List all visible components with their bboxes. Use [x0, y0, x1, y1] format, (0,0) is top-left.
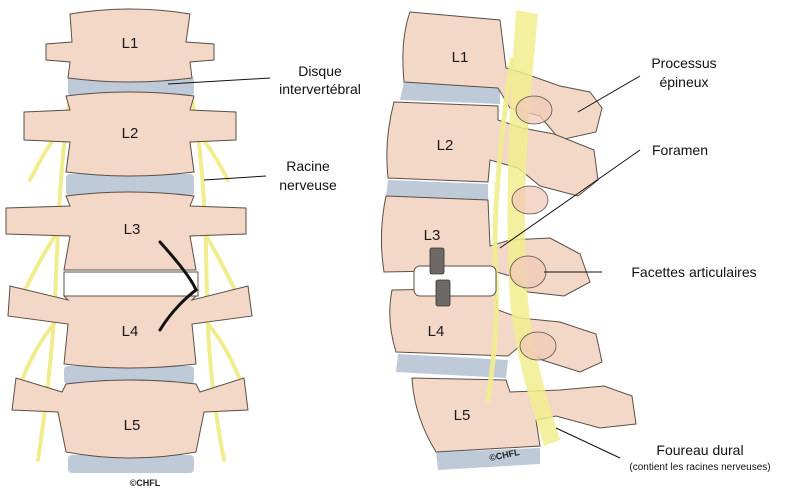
- left-nerve-branch-2: [20, 318, 59, 382]
- front-copyright: ©CHFL: [130, 478, 161, 488]
- disc-l4-l5: [64, 366, 194, 384]
- callout-facets: Facettes articulaires: [631, 264, 756, 280]
- front-vertebra-l5: [11, 377, 249, 459]
- side-vertebra-l2: [386, 101, 599, 197]
- leader-disc: [167, 77, 271, 85]
- side-disc-below-l5: [436, 448, 540, 470]
- side-label-l2: L2: [437, 137, 454, 154]
- callout-dural-note: (contient les racines nerveuses): [629, 462, 770, 473]
- front-vertebra-l3: [5, 191, 247, 271]
- side-disc-l1-l2: [400, 82, 500, 104]
- side-disc-l2-l3: [386, 180, 488, 200]
- callout-foramen: Foramen: [652, 142, 708, 158]
- side-nerve-root: [485, 57, 515, 403]
- side-label-l5: L5: [454, 407, 471, 424]
- interbody-implant: [413, 247, 497, 307]
- removed-disc-space: [63, 271, 199, 297]
- facet-l1-l2: [515, 95, 553, 125]
- side-vertebra-l5: [411, 377, 637, 453]
- facet-l2-l3: [511, 185, 549, 215]
- front-marker-lines: [158, 240, 198, 332]
- leader-lines: [167, 75, 641, 459]
- facet-joints: [509, 95, 557, 361]
- front-label-l2: L2: [122, 125, 139, 142]
- leader-foramen: [499, 149, 641, 249]
- implant-screw-lower: [435, 279, 451, 307]
- callout-spinous-line2: épineux: [659, 74, 708, 90]
- front-view: L1 L2 L3 L4 L5 ©CHFL: [5, 8, 253, 488]
- implant-screw-upper: [429, 247, 445, 275]
- implant-frame: [413, 265, 497, 297]
- leader-root: [203, 175, 267, 181]
- right-nerve-branch-2: [203, 318, 242, 382]
- front-label-l3: L3: [124, 221, 141, 238]
- callout-dural: Foureau dural: [656, 442, 743, 458]
- side-disc-l4-l5: [396, 354, 508, 378]
- front-vertebra-l4: [7, 285, 253, 369]
- callout-root-line2: nerveuse: [279, 177, 337, 193]
- front-vertebra-l1: [45, 8, 215, 83]
- callout-disc-line2: intervertébral: [279, 81, 361, 97]
- side-discs: [386, 82, 540, 470]
- front-label-l1: L1: [122, 35, 139, 52]
- leader-dural: [555, 427, 621, 459]
- leader-spinous: [577, 75, 641, 113]
- front-label-l5: L5: [124, 417, 141, 434]
- callout-disc-line1: Disque: [298, 63, 342, 79]
- side-view: L1 L2 L3 L4 L5 ©CHFL: [380, 10, 637, 470]
- dural-sac: [507, 10, 560, 446]
- side-label-l4: L4: [428, 323, 445, 340]
- facet-l3-l4: [509, 255, 547, 289]
- callout-spinous-line1: Processus: [651, 55, 716, 71]
- front-vertebra-l2: [23, 91, 237, 177]
- facet-l4-l5: [519, 331, 557, 361]
- callout-root-line1: Racine: [286, 158, 330, 174]
- side-label-l3: L3: [424, 227, 441, 244]
- disc-below-l5: [68, 455, 194, 473]
- front-vertebrae: [5, 8, 253, 459]
- front-label-l4: L4: [122, 323, 139, 340]
- side-label-l1: L1: [452, 49, 469, 66]
- disc-l2-l3: [66, 174, 194, 196]
